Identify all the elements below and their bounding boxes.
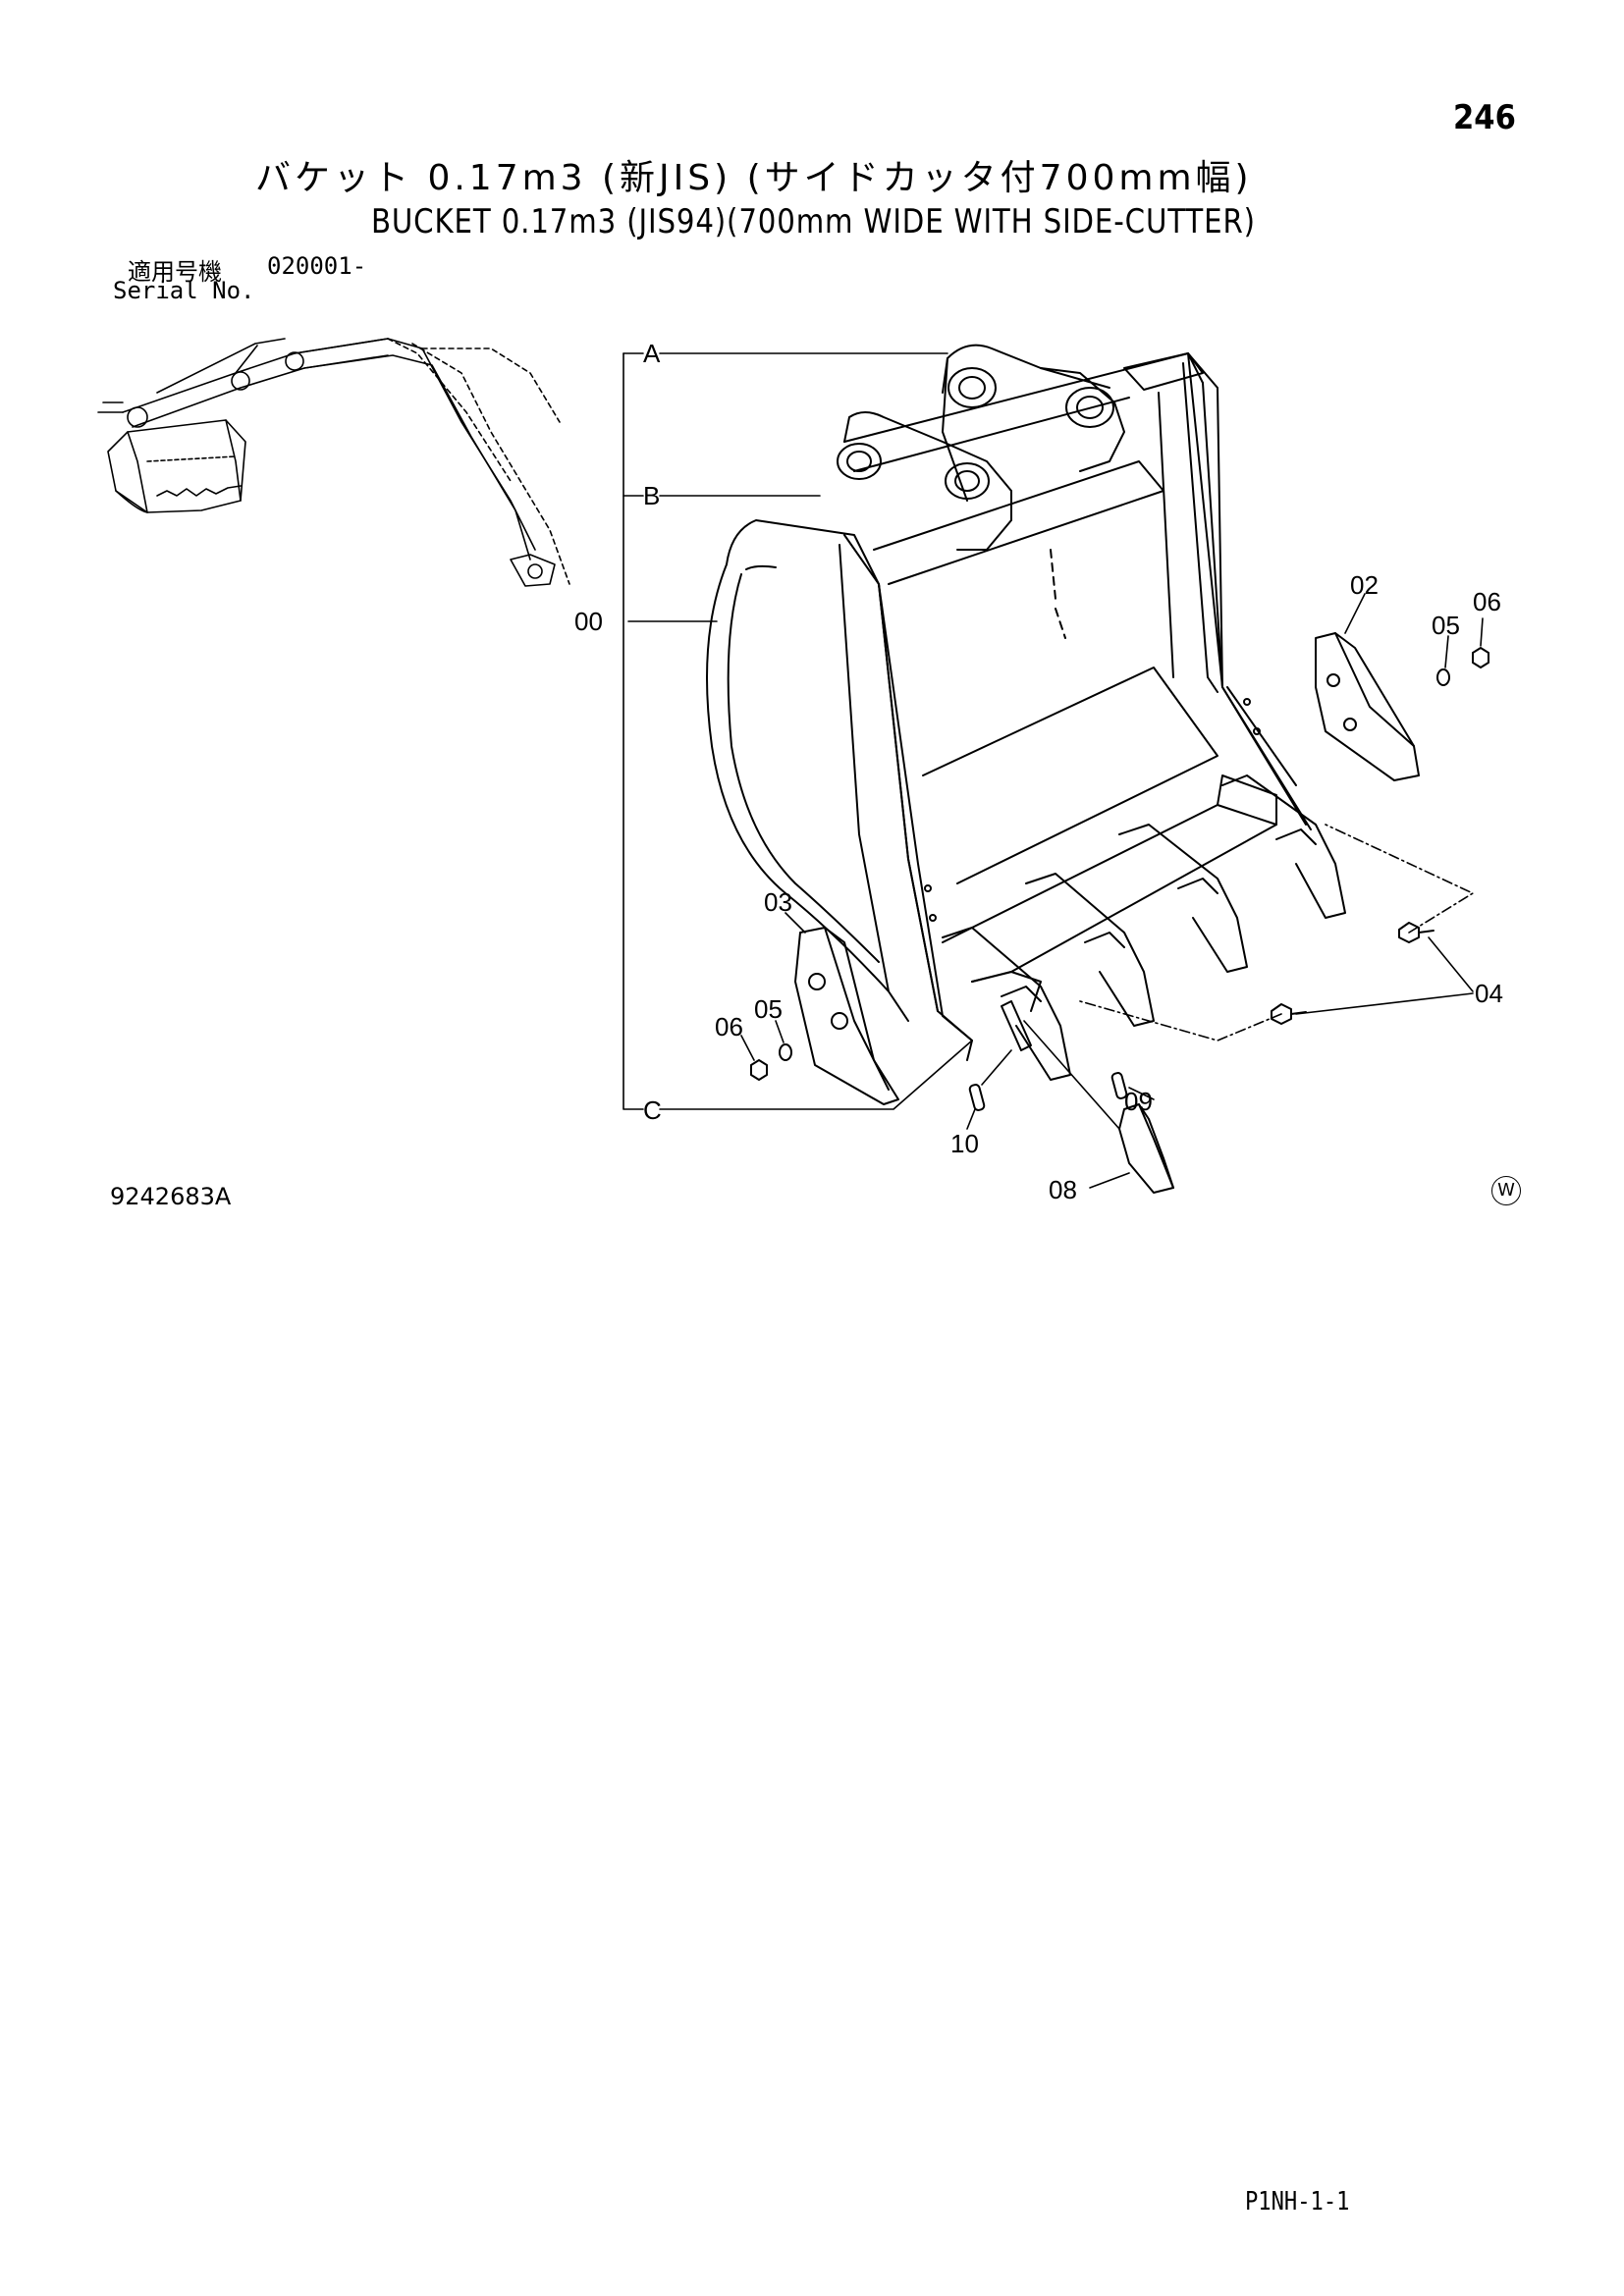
serial-number-value: 020001- bbox=[267, 252, 367, 280]
callout-04: 04 bbox=[1475, 979, 1503, 1008]
callout-05-left: 05 bbox=[754, 994, 783, 1024]
callout-02: 02 bbox=[1350, 570, 1379, 600]
side-cutter-left bbox=[794, 927, 899, 1105]
side-cutter-right bbox=[1315, 632, 1420, 781]
callout-labels: A B 00 C 02 05 06 03 04 05 06 09 10 08 bbox=[574, 339, 1503, 1204]
callout-03: 03 bbox=[764, 887, 792, 917]
bucket-body bbox=[706, 352, 1312, 1061]
page-title-english: BUCKET 0.17m3 (JIS94)(700mm WIDE WITH SI… bbox=[371, 202, 1256, 241]
page-title-japanese: バケット 0.17m3 (新JIS) (サイドカッタ付700mm幅) bbox=[255, 158, 1253, 198]
callout-05-right: 05 bbox=[1432, 611, 1460, 640]
callout-06-left: 06 bbox=[715, 1012, 743, 1041]
bucket-brackets bbox=[837, 344, 1125, 551]
nuts-and-washers bbox=[750, 647, 1489, 1081]
callout-06-right: 06 bbox=[1473, 587, 1501, 616]
page-number: 246 bbox=[1453, 98, 1516, 137]
callout-09: 09 bbox=[1124, 1087, 1153, 1116]
callout-a: A bbox=[643, 339, 661, 368]
serial-label-english: Serial No. bbox=[113, 277, 255, 304]
callout-08: 08 bbox=[1049, 1175, 1077, 1204]
callout-b: B bbox=[643, 481, 660, 510]
tooth-pins bbox=[968, 1072, 1128, 1111]
footer-page-code: P1NH-1-1 bbox=[1245, 2187, 1350, 2216]
callout-c: C bbox=[643, 1095, 662, 1125]
callout-00: 00 bbox=[574, 607, 603, 636]
leader-lines bbox=[623, 352, 1484, 1189]
excavator-arm-thumbnail bbox=[97, 338, 570, 587]
w-mark-icon: W bbox=[1491, 1176, 1521, 1205]
drawing-number: 9242683A bbox=[110, 1183, 232, 1210]
serial-label-japanese: 適用号機 bbox=[128, 258, 222, 286]
bolts bbox=[1271, 922, 1435, 1025]
bucket-teeth bbox=[942, 774, 1346, 1194]
callout-10: 10 bbox=[950, 1129, 979, 1158]
